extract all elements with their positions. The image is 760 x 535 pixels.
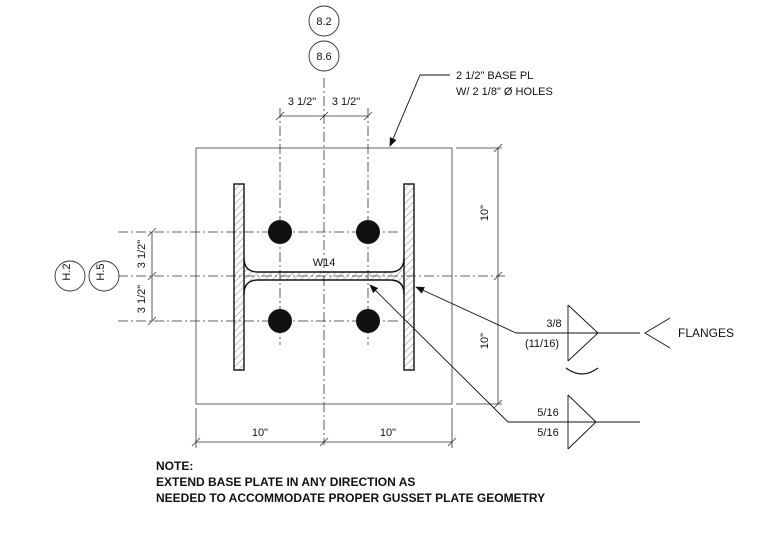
grid-bubble-left-inner <box>88 260 120 292</box>
grid-label-left-outer: H.2 <box>61 263 73 280</box>
weld-upper-size-bottom: (11/16) <box>525 338 559 350</box>
dim-left-upper: 3 1/2" <box>136 240 148 268</box>
grid-bubble-top-upper <box>308 5 340 37</box>
w14-column-section <box>233 183 415 371</box>
weld-upper-tail-note: FLANGES <box>678 326 734 340</box>
dim-right-upper: 10" <box>479 205 491 221</box>
base-plate-callout-line1: 2 1/2" BASE PL <box>456 70 533 82</box>
grid-label-top-lower: 8.6 <box>316 51 331 63</box>
grid-label-top-upper: 8.2 <box>316 16 331 28</box>
anchor-bolt-top-left <box>268 220 292 244</box>
dim-right-lower: 10" <box>479 333 491 349</box>
weld-lower-size-top: 5/16 <box>537 407 558 419</box>
note-title: NOTE: <box>156 459 193 473</box>
note-line-2: NEEDED TO ACCOMMODATE PROPER GUSSET PLAT… <box>156 491 545 505</box>
member-label: W14 <box>313 257 336 269</box>
anchor-bolt-top-right <box>356 220 380 244</box>
weld-symbol-flanges <box>415 286 671 375</box>
grid-label-left-inner: H.5 <box>95 263 107 280</box>
dim-top-right: 3 1/2" <box>332 96 360 108</box>
weld-symbol-lower <box>369 284 640 450</box>
dim-left-lower: 3 1/2" <box>136 285 148 313</box>
grid-bubble-top-lower <box>308 40 340 72</box>
dim-top-left: 3 1/2" <box>288 96 316 108</box>
anchor-bolt-bottom-left <box>268 309 292 333</box>
dim-bottom-left: 10" <box>252 427 268 439</box>
dim-bottom-right: 10" <box>380 427 396 439</box>
anchor-bolt-bottom-right <box>356 309 380 333</box>
weld-upper-size-top: 3/8 <box>546 318 561 330</box>
note-line-1: EXTEND BASE PLATE IN ANY DIRECTION AS <box>156 475 415 489</box>
weld-lower-size-bottom: 5/16 <box>537 427 558 439</box>
base-plate-leader <box>389 74 450 147</box>
grid-bubble-left-outer <box>54 260 86 292</box>
base-plate-callout-line2: W/ 2 1/8" Ø HOLES <box>456 86 553 98</box>
